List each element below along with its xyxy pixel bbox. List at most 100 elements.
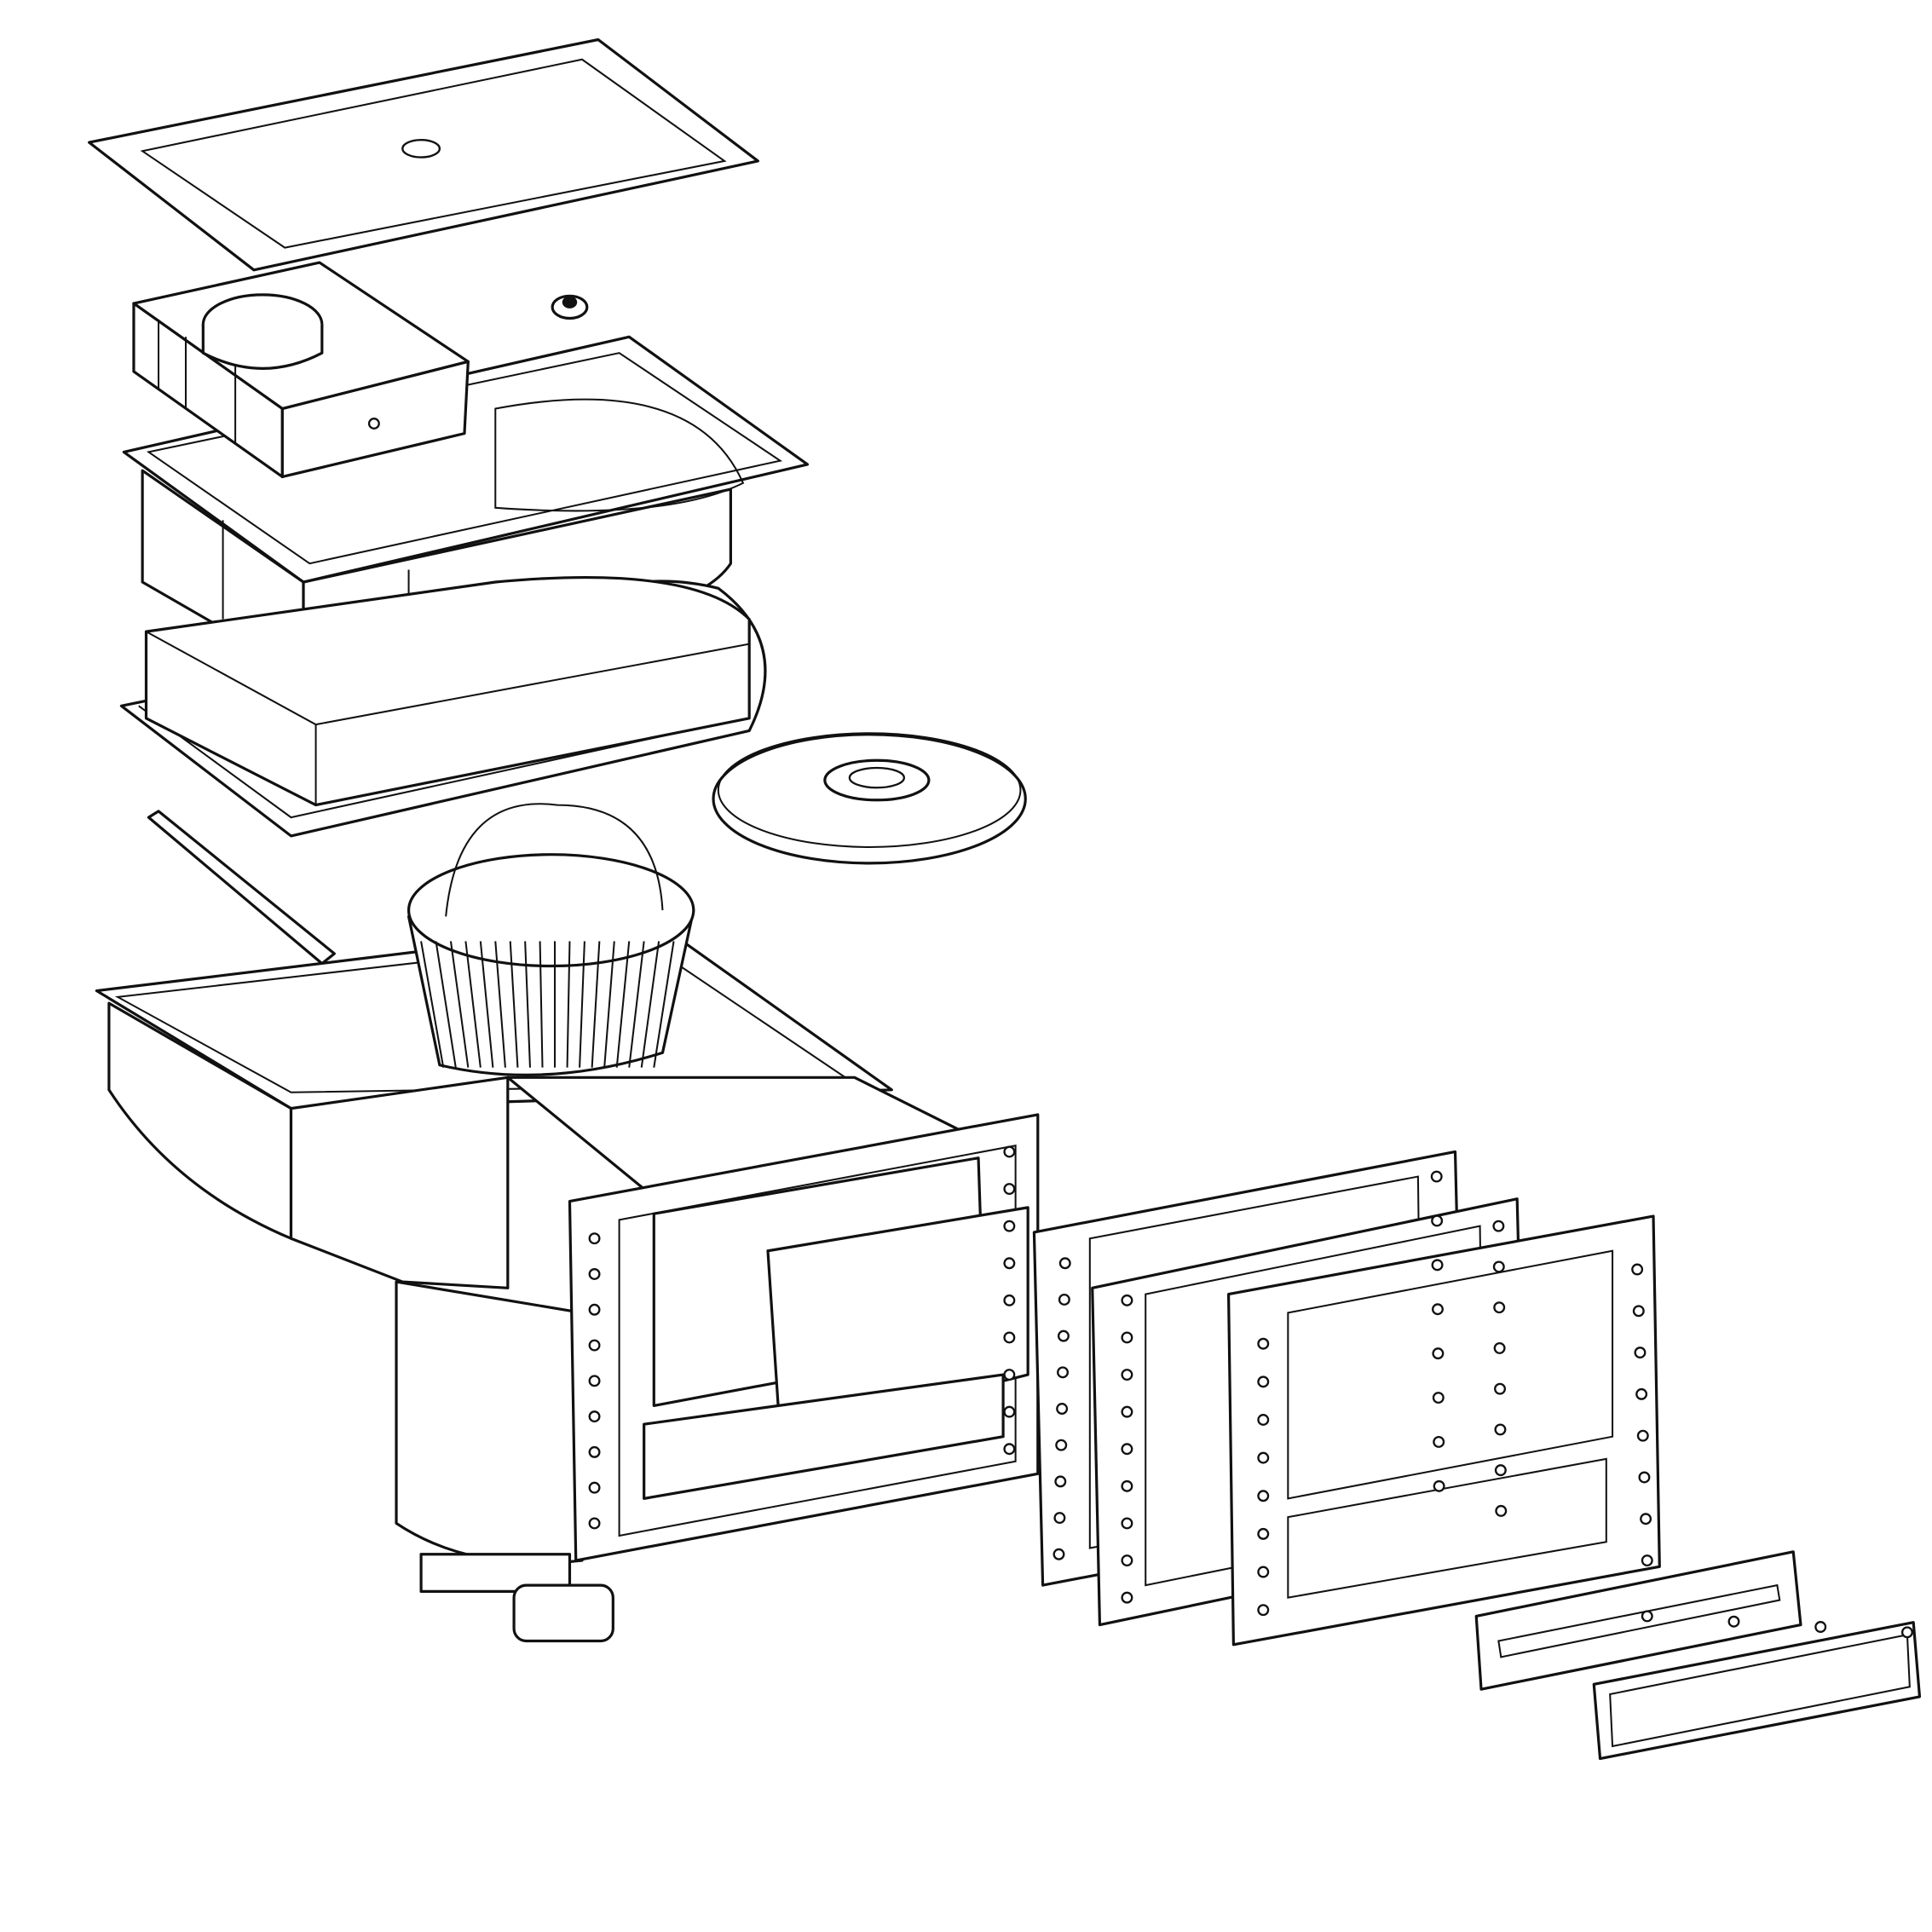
screw-hole — [1635, 1387, 1648, 1400]
screw-hole — [1121, 1554, 1133, 1567]
trim-strip — [1474, 1550, 1802, 1691]
screw-hole — [1641, 1610, 1653, 1623]
basket-bar — [509, 941, 519, 1068]
screw-hole — [588, 1517, 601, 1530]
body-faceplate — [568, 1113, 1040, 1562]
screw-hole — [588, 1481, 601, 1494]
basket-bar — [464, 941, 482, 1068]
screw-hole — [1432, 1392, 1445, 1404]
screw-hole — [1493, 1341, 1506, 1354]
screw-hole — [1430, 1170, 1443, 1183]
screw-hole — [588, 1410, 601, 1423]
strainer-basket — [407, 803, 695, 1076]
screw-hole — [1257, 1527, 1270, 1540]
basket-bar — [628, 941, 645, 1068]
screw-hole — [1054, 1475, 1067, 1488]
screw-hole — [588, 1445, 601, 1458]
basket-bar — [653, 941, 675, 1068]
screw-hole — [1638, 1471, 1651, 1484]
screw-hole — [1257, 1490, 1270, 1502]
skimmer-lid — [88, 37, 759, 272]
rod-part — [147, 810, 336, 966]
screw-hole — [1431, 1303, 1444, 1316]
screw-hole — [1121, 1443, 1133, 1456]
screw-hole — [1494, 1464, 1507, 1477]
screw-hole — [1003, 1294, 1016, 1306]
screw-hole — [1257, 1566, 1270, 1578]
screw-hole — [1634, 1347, 1647, 1359]
screw-hole — [1433, 1435, 1445, 1448]
basket-bar — [449, 941, 470, 1068]
screw-hole — [1121, 1294, 1133, 1306]
screw-hole — [588, 1303, 601, 1316]
screw-hole — [1640, 1513, 1652, 1525]
basket-bar — [603, 941, 615, 1068]
faceplate — [1226, 1214, 1661, 1647]
screw-hole — [1121, 1591, 1133, 1604]
screw-hole — [1814, 1621, 1827, 1634]
screw-hole — [1494, 1382, 1507, 1395]
screw-hole — [1053, 1548, 1065, 1560]
basket-bar — [435, 941, 457, 1068]
screw-hole — [588, 1268, 601, 1280]
screw-holes — [588, 1145, 1913, 1639]
screw-hole — [1057, 1329, 1070, 1342]
screw-hole — [1493, 1301, 1506, 1314]
basket-bar — [479, 941, 494, 1068]
screw-hole — [1257, 1375, 1270, 1388]
screw-hole — [1900, 1626, 1913, 1639]
basket-bar — [615, 941, 631, 1068]
basket-lid-disk — [712, 732, 1027, 865]
screw-hole — [1058, 1293, 1070, 1306]
screw-hole — [1432, 1347, 1445, 1360]
screw-hole — [1003, 1443, 1016, 1456]
screw-hole — [1257, 1451, 1270, 1464]
screw-hole — [1492, 1220, 1505, 1232]
basket-bar — [566, 941, 571, 1068]
screw-hole — [1492, 1260, 1505, 1273]
screw-hole — [1003, 1331, 1016, 1344]
screw-hole — [1121, 1517, 1133, 1530]
screw-hole — [1057, 1366, 1070, 1379]
screw-hole — [1003, 1145, 1016, 1158]
screw-hole — [1631, 1263, 1644, 1276]
screw-hole — [1058, 1257, 1071, 1270]
basket-bar — [640, 941, 660, 1068]
screw-hole — [1433, 1479, 1445, 1492]
screw-hole — [1003, 1369, 1016, 1381]
basket-bar — [579, 941, 585, 1068]
screw-hole — [1636, 1429, 1649, 1442]
screw-hole — [1257, 1337, 1270, 1350]
screw-hole — [1641, 1554, 1653, 1567]
screw-hole — [1632, 1305, 1645, 1318]
screw-hole — [1495, 1504, 1508, 1517]
screw-hole — [588, 1339, 601, 1352]
screw-hole — [1121, 1479, 1133, 1492]
mounting-bracket — [1592, 1621, 1922, 1761]
basket-bar — [494, 941, 506, 1068]
basket-bar — [591, 941, 601, 1068]
screw-hole — [1431, 1259, 1444, 1272]
basket-bar — [524, 941, 531, 1068]
knob-part — [551, 294, 589, 320]
screw-hole — [1003, 1405, 1016, 1418]
screw-hole — [588, 1375, 601, 1387]
screw-hole — [1055, 1439, 1068, 1451]
screw-hole — [1727, 1615, 1740, 1628]
screw-hole — [1257, 1414, 1270, 1426]
screw-hole — [1121, 1369, 1133, 1381]
screw-hole — [1257, 1604, 1270, 1617]
screw-hole — [1003, 1257, 1016, 1270]
basket-bar — [420, 941, 445, 1068]
screw-hole — [1053, 1512, 1066, 1525]
screw-hole — [1056, 1403, 1069, 1415]
screw-hole — [1003, 1183, 1016, 1196]
screw-hole — [1003, 1220, 1016, 1232]
screw-hole — [1121, 1331, 1133, 1344]
screw-hole — [588, 1232, 601, 1245]
skimmer-mid-section — [119, 576, 767, 838]
screw-hole — [1494, 1423, 1507, 1436]
screw-hole — [1121, 1405, 1133, 1418]
weir-box — [132, 261, 470, 479]
